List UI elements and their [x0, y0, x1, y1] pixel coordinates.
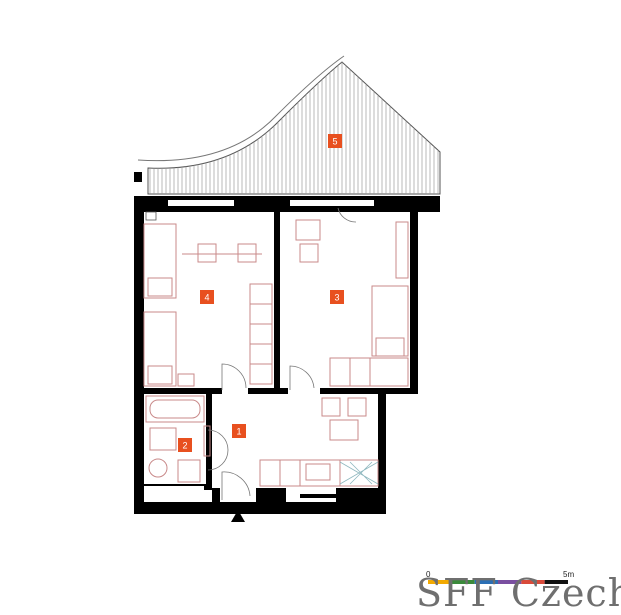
balcony — [134, 55, 441, 195]
door-swings — [145, 207, 357, 500]
room-label-1: 1 — [232, 424, 246, 438]
door-entrance — [221, 471, 251, 500]
scale-bar-segment — [521, 580, 545, 584]
balcony-railing — [137, 55, 345, 162]
scale-bar-segments — [428, 580, 568, 584]
room-label-3: 3 — [330, 290, 344, 304]
entrance-arrow-icon — [231, 510, 245, 522]
svg-text:0: 0 — [426, 570, 431, 579]
svg-text:5m: 5m — [563, 570, 574, 579]
svg-text:3: 3 — [334, 293, 339, 303]
door-bedroom-3 — [289, 365, 315, 390]
brand-watermark: SFF Czech — [416, 571, 621, 615]
radiator — [145, 211, 157, 221]
kitchen-tiles — [339, 461, 379, 485]
furniture — [143, 219, 409, 487]
svg-text:5: 5 — [332, 137, 337, 147]
scale-bar-segment — [428, 580, 452, 584]
door-balcony — [337, 207, 357, 223]
svg-text:2: 2 — [182, 441, 187, 451]
room-label-5: 5 — [328, 134, 342, 148]
svg-text:1: 1 — [236, 427, 241, 437]
scale-bar-segment — [544, 580, 568, 584]
balcony-rail-post — [134, 172, 142, 182]
room-label-2: 2 — [178, 438, 192, 452]
scale-bar-segment — [474, 580, 498, 584]
door-bathroom — [207, 429, 229, 471]
room-labels: 1 2 3 4 5 — [178, 134, 344, 452]
room-label-4: 4 — [200, 290, 214, 304]
walls — [134, 196, 440, 514]
scale-bar: 0 5m — [426, 570, 574, 584]
scale-bar-segment — [451, 580, 475, 584]
scale-bar-segment — [498, 580, 522, 584]
door-bedroom-4 — [221, 363, 247, 390]
svg-text:4: 4 — [204, 293, 209, 303]
